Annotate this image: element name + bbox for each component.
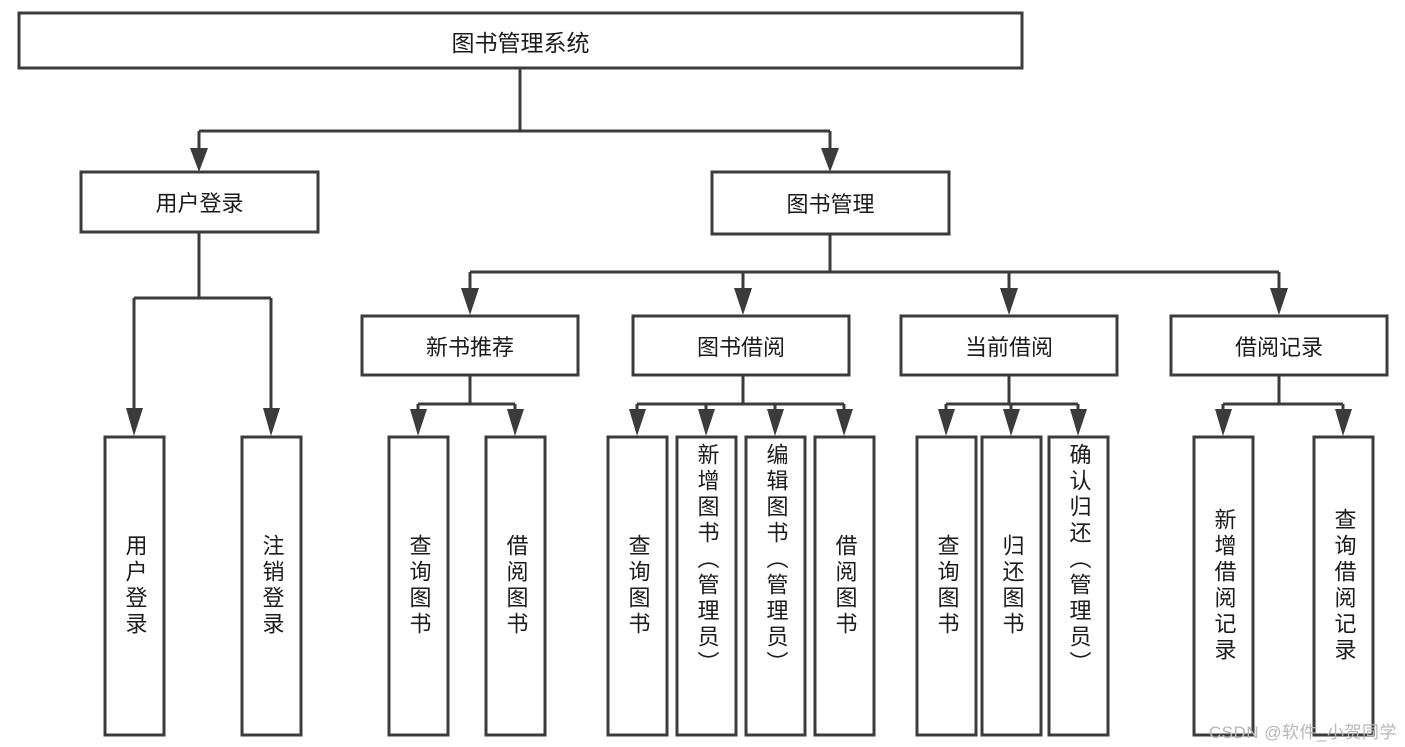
arrow-bb-leaf-4 — [836, 409, 853, 436]
arrow-bb-leaf-2 — [698, 409, 715, 436]
watermark-text: CSDN @软件_小贺同学 — [1208, 723, 1397, 742]
arrow-book-borrow — [734, 288, 752, 315]
arrow-leaf-user-login — [126, 408, 143, 436]
connector-group-new-book-recommend — [410, 375, 524, 436]
node-box-book-borrow[interactable] — [631, 314, 851, 377]
arrow-book-manage — [821, 148, 839, 172]
node-box-book-manage[interactable] — [710, 170, 951, 236]
leaf-box-nbr-1[interactable] — [387, 435, 450, 737]
leaf-box-user-login-1[interactable] — [103, 435, 166, 737]
node-box-new-book-recommend[interactable] — [360, 314, 580, 377]
connector-group-current-borrow — [938, 375, 1087, 436]
arrow-nbr-leaf-2 — [507, 409, 524, 436]
node-box-root[interactable] — [17, 11, 1024, 70]
arrow-br-leaf-2 — [1335, 409, 1352, 436]
connector-group-user-login — [126, 232, 280, 436]
connector-group-borrow-record — [1215, 375, 1352, 436]
leaf-box-cb-1[interactable] — [915, 435, 978, 737]
leaf-box-nbr-2[interactable] — [484, 435, 547, 737]
connector-group-book-borrow — [629, 375, 853, 436]
arrow-leaf-logout — [263, 408, 280, 436]
node-box-user-login[interactable] — [79, 170, 320, 234]
arrow-cb-leaf-2 — [1003, 409, 1020, 436]
connector-group-book-manage — [461, 235, 1288, 315]
leaf-box-user-login-2[interactable] — [240, 435, 303, 737]
arrow-cb-leaf-3 — [1070, 409, 1087, 436]
node-box-current-borrow[interactable] — [899, 314, 1119, 377]
arrow-bb-leaf-3 — [767, 409, 784, 436]
arrow-borrow-record — [1270, 288, 1288, 315]
arrow-cb-leaf-1 — [938, 409, 955, 436]
leaf-box-bb-2[interactable] — [675, 435, 738, 737]
leaf-box-br-1[interactable] — [1192, 435, 1255, 737]
leaf-box-bb-4[interactable] — [813, 435, 876, 737]
arrow-nbr-leaf-1 — [410, 409, 427, 436]
arrow-user-login — [190, 148, 208, 172]
leaf-box-bb-3[interactable] — [744, 435, 807, 737]
arrow-new-book-recommend — [461, 288, 479, 315]
arrow-bb-leaf-1 — [629, 409, 646, 436]
arrow-br-leaf-1 — [1215, 409, 1232, 436]
leaf-box-br-2[interactable] — [1312, 435, 1375, 737]
connector-group-root — [190, 68, 839, 172]
arrow-current-borrow — [1000, 288, 1018, 315]
leaf-box-bb-1[interactable] — [606, 435, 669, 737]
node-box-borrow-record[interactable] — [1169, 314, 1389, 377]
leaf-box-cb-2[interactable] — [980, 435, 1043, 737]
leaf-box-cb-3[interactable] — [1047, 435, 1110, 737]
